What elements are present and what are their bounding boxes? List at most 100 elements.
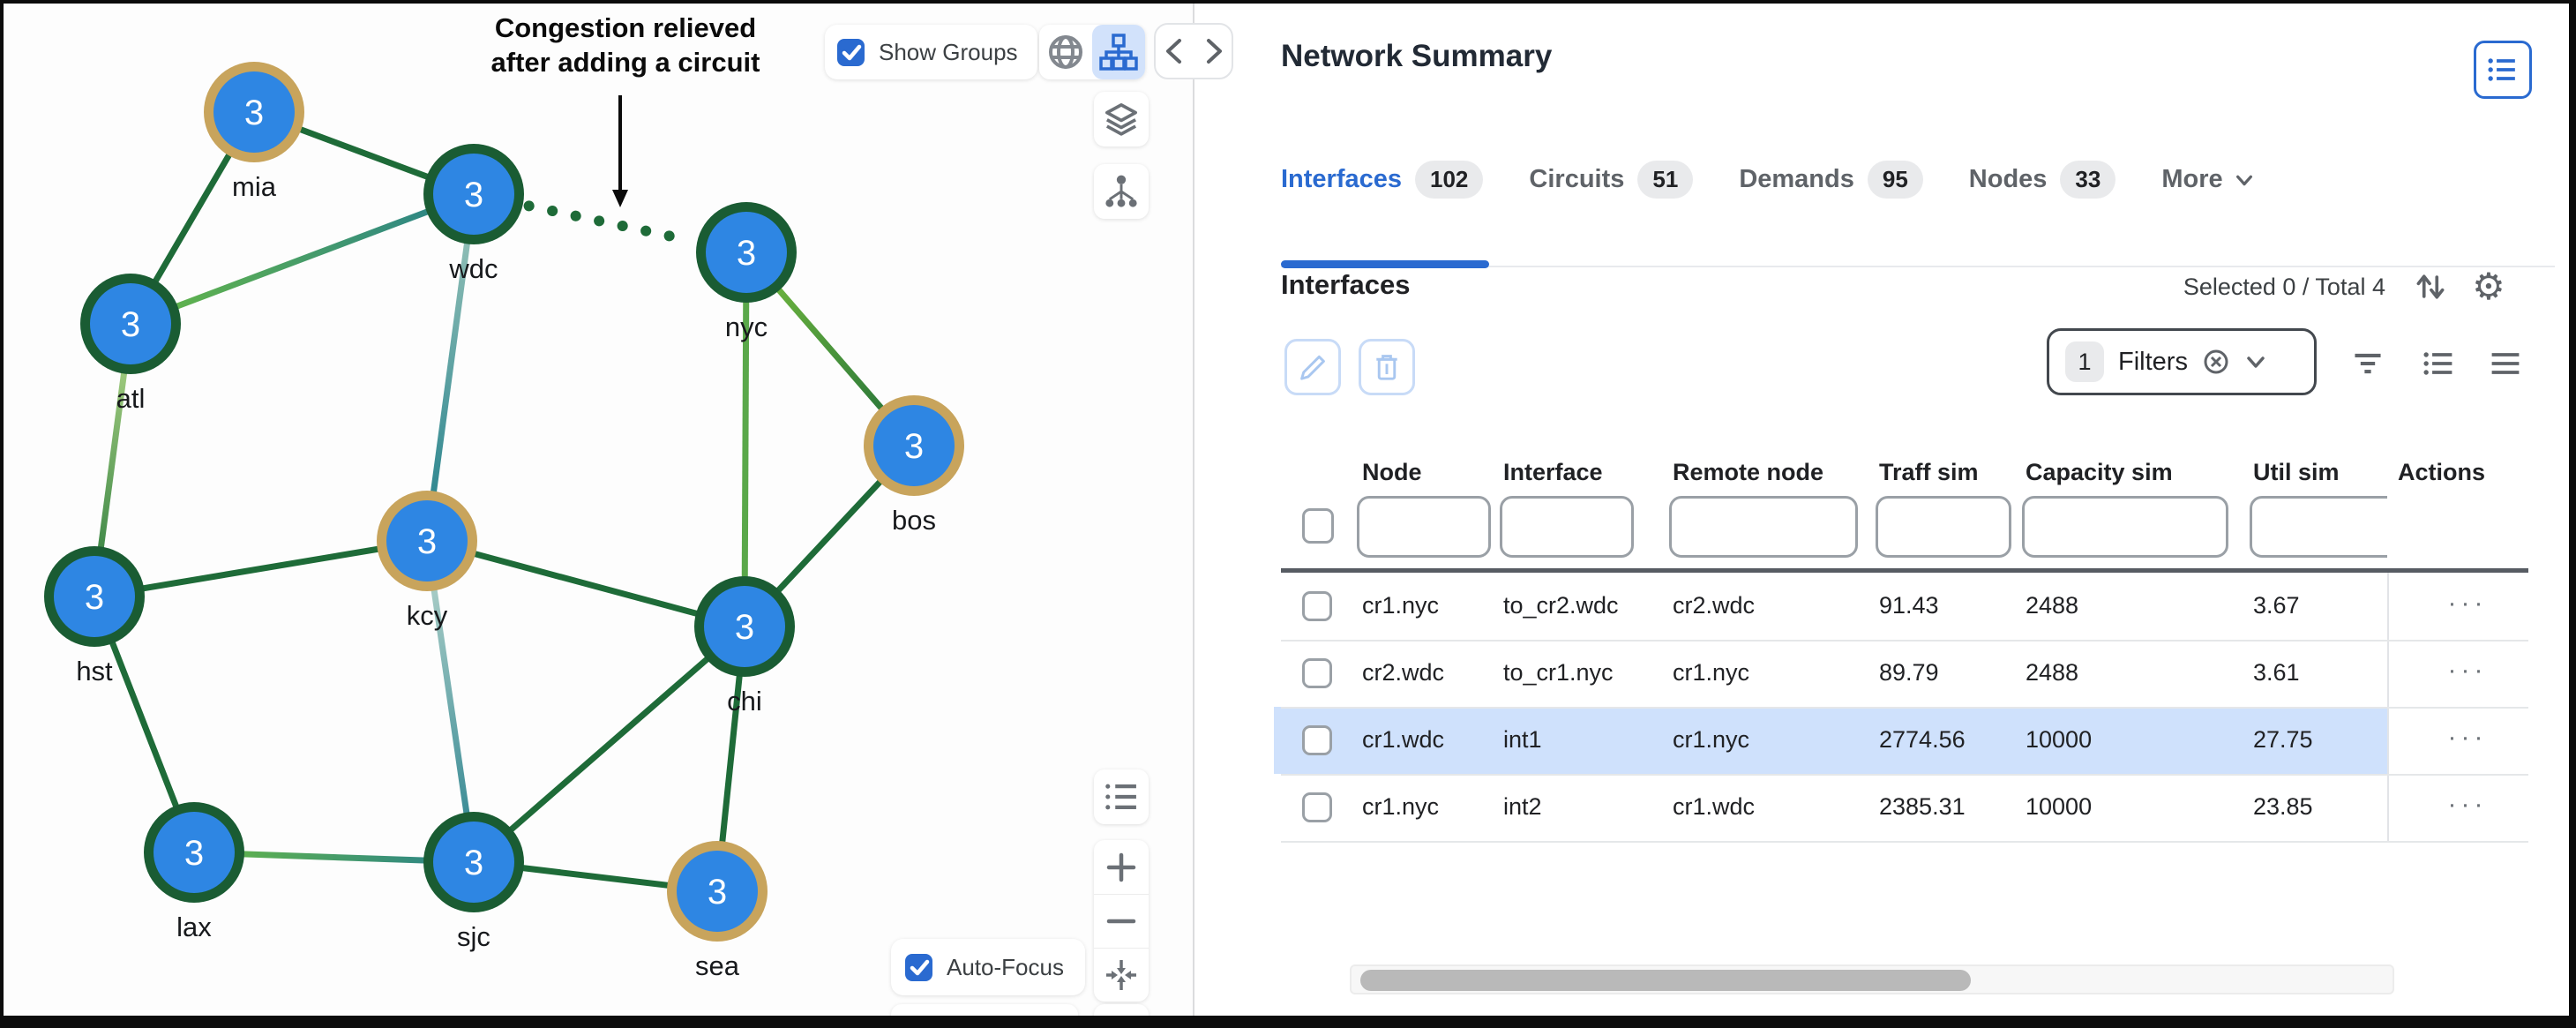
panel-divider[interactable] [1193,4,1194,1016]
more-label: More [2161,165,2223,193]
row-density-button[interactable] [2486,344,2525,383]
edge-sjc-chi[interactable] [471,624,747,865]
column-header-capacity-sim[interactable]: Capacity sim [2026,459,2173,485]
zoom-in-button[interactable] [1094,840,1149,894]
filter-input-traff[interactable] [1876,496,2011,558]
map-legend-button[interactable] [1094,769,1149,824]
filters-button[interactable]: 1 Filters [2047,328,2317,395]
row-checkbox[interactable] [1302,725,1332,755]
horizontal-scrollbar[interactable] [1350,964,2394,994]
zoom-out-button[interactable] [1094,894,1149,948]
filter-rows-button[interactable] [2348,344,2387,383]
filter-input-capacity[interactable] [2022,496,2228,558]
column-header-node[interactable]: Node [1362,459,1422,485]
column-header-remote-node[interactable]: Remote node [1673,459,1824,485]
geo-view-button[interactable] [1039,25,1092,79]
node-label: kcy [407,600,448,631]
row-actions-menu[interactable]: ··· [2447,589,2488,618]
tab-label: Nodes [1968,165,2048,193]
map-view-switcher [1039,25,1145,79]
auto-focus-toggle[interactable]: Auto-Focus [891,939,1085,995]
topology-layout-button[interactable] [1094,164,1149,219]
edge-hst-kcy[interactable] [94,537,428,600]
collapse-left-button[interactable] [1156,25,1194,78]
column-header-traff-sim[interactable]: Traff sim [1879,459,1979,485]
logical-view-button[interactable] [1092,25,1145,79]
table-settings-button[interactable]: ⚙ [2468,266,2509,307]
show-groups-checkbox[interactable] [837,38,865,66]
row-actions-menu[interactable]: ··· [2447,656,2488,685]
select-all-checkbox[interactable] [1302,508,1334,544]
filter-input-node[interactable] [1357,496,1491,558]
filter-input-iface[interactable] [1500,496,1634,558]
show-groups-label: Show Groups [879,38,1018,65]
summary-list-button[interactable] [2474,41,2532,99]
node-label: chi [727,686,762,717]
node-value: 3 [85,578,104,617]
edge-nyc-chi[interactable] [741,251,750,627]
edge-kcy-sjc[interactable] [423,540,477,863]
row-checkbox[interactable] [1302,792,1332,822]
cell-traff: 91.43 [1879,592,1939,619]
show-groups-toggle[interactable]: Show Groups [825,25,1037,79]
clear-filters-icon[interactable] [2202,348,2230,376]
filter-input-util[interactable] [2250,496,2410,558]
tab-count-badge: 95 [1867,161,1923,199]
cell-node: cr2.wdc [1362,659,1445,686]
edge-wdc-kcy[interactable] [423,193,477,542]
column-header-interface[interactable]: Interface [1503,459,1603,485]
row-checkbox[interactable] [1302,591,1332,621]
cell-capacity: 2488 [2026,659,2079,686]
refresh-button[interactable] [2410,266,2451,307]
funnel-lines-icon [2355,353,2381,374]
filters-label: Filters [2118,347,2188,376]
collapse-right-button[interactable] [1194,25,1232,78]
delete-button[interactable] [1359,339,1415,395]
node-value: 3 [708,873,727,912]
edit-button[interactable] [1284,339,1341,395]
scrollbar-thumb[interactable] [1360,970,1971,991]
edge-kcy-chi[interactable] [426,537,745,630]
filter-input-remote[interactable] [1669,496,1858,558]
auto-focus-checkbox[interactable] [905,953,932,981]
edge-wdc-nyc[interactable] [523,200,697,246]
layers-button[interactable] [1094,92,1149,146]
node-label: atl [116,383,146,414]
annotation-line2: after adding a circuit [490,47,760,78]
node-value: 3 [417,522,437,561]
annotation-arrow [612,95,628,207]
map-node-kcy[interactable]: 3 kcy [377,491,477,631]
row-checkbox[interactable] [1302,658,1332,688]
row-actions-menu[interactable]: ··· [2447,723,2488,752]
cell-remote: cr2.wdc [1673,592,1756,619]
cell-util: 3.67 [2253,592,2300,619]
node-value: 3 [464,176,483,214]
check-icon [910,959,929,976]
cell-node: cr1.wdc [1362,726,1445,753]
edge-atl-wdc[interactable] [129,191,476,327]
column-header-actions[interactable]: Actions [2398,459,2486,485]
node-label: nyc [725,311,768,342]
row-detail-button[interactable] [2419,344,2458,383]
fit-view-button[interactable] [1094,948,1149,1002]
row-actions-menu[interactable]: ··· [2447,790,2488,819]
tab-more[interactable]: More [2161,165,2254,194]
column-header-util-sim[interactable]: Util sim [2253,459,2340,485]
